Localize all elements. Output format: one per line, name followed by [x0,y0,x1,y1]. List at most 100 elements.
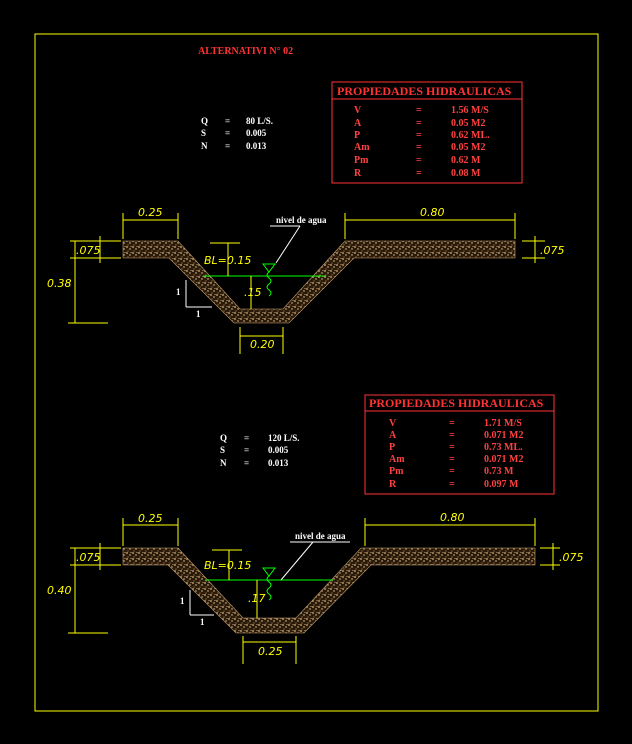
flow-eq: = [225,128,230,138]
thickness-label: .075 [76,551,101,564]
drawing-title: ALTERNATIVI N° 02 [198,46,293,57]
prop-value: 0.73 M [484,466,514,477]
dim-right-thickness: .075 [522,236,565,263]
properties-box-frame [331,81,523,184]
prop-eq: = [449,466,455,477]
flow-value: 0.013 [268,458,289,468]
dim-bottom-width: 0.25 [242,636,297,664]
flow-value: 0.005 [268,445,289,455]
water-wave-icon [266,575,272,601]
prop-eq: = [449,479,455,490]
right-berm-label: 0.80 [440,511,465,524]
section-2: PROPIEDADES HIDRAULICAS V = 1.71 M/S A =… [47,394,584,664]
drawing-frame [34,33,599,712]
left-berm-label: 0.25 [138,512,163,525]
flow-label: N [220,458,227,468]
leader-line [280,541,314,581]
canal-lining [122,547,536,634]
dim-right-thickness: .075 [540,543,584,570]
properties-title: PROPIEDADES HIDRAULICAS [337,84,512,98]
prop-value: 0.73 ML. [484,442,523,453]
water-wave-icon [266,271,272,297]
depth-label: 0.40 [47,584,72,597]
water-level-symbol [262,567,276,601]
dim-depth: 0.38 [47,241,108,324]
slope-h-label: 1 [200,617,205,627]
prop-eq: = [416,118,422,129]
flow-value: 0.005 [246,128,267,138]
water-triangle-icon [262,263,276,273]
dim-water-depth: .17 [248,580,266,618]
slope-v-label: 1 [176,287,181,297]
prop-value: 0.62 ML. [451,130,490,141]
prop-value: 1.71 M/S [484,418,522,429]
dim-bottom-width: 0.20 [239,327,284,354]
water-depth-label: .17 [248,592,266,605]
slope-h-label: 1 [196,309,201,319]
properties-rows: V = 1.56 M/S A = 0.05 M2 P = 0.62 ML. Am… [354,105,490,179]
freeboard-label: BL=0.15 [204,254,251,267]
freeboard-label: BL=0.15 [204,559,251,572]
prop-label: R [389,479,397,490]
flow-eq: = [225,141,230,151]
prop-eq: = [416,168,422,179]
water-level-label: nivel de agua [295,531,346,541]
flow-label: Q [220,433,227,443]
dim-water-depth: .15 [244,276,262,309]
prop-label: P [389,442,395,453]
slope-indicator: 1 1 [176,280,212,319]
flow-eq: = [244,458,249,468]
prop-value: 0.05 M2 [451,142,485,153]
dim-left-thickness: .075 [70,236,121,263]
prop-value: 0.05 M2 [451,118,485,129]
flow-value: 80 L/S. [246,116,273,126]
properties-box-frame [364,394,555,495]
prop-label: Pm [354,155,369,166]
prop-eq: = [449,430,455,441]
prop-eq: = [416,130,422,141]
flow-value: 0.013 [246,141,267,151]
slope-indicator: 1 1 [180,590,214,627]
flow-eq: = [225,116,230,126]
flow-eq: = [244,445,249,455]
prop-label: R [354,168,362,179]
bottom-width-label: 0.20 [250,338,275,351]
prop-label: P [354,130,360,141]
right-berm-label: 0.80 [420,206,445,219]
water-level-symbol [262,263,276,297]
prop-value: 0.08 M [451,168,481,179]
water-level-label: nivel de agua [276,215,327,225]
prop-eq: = [416,105,422,116]
prop-value: 0.071 M2 [484,454,523,465]
dim-left-berm: 0.25 [122,206,179,239]
properties-title: PROPIEDADES HIDRAULICAS [369,396,544,410]
dim-right-berm: 0.80 [344,206,516,239]
prop-label: Am [389,454,405,465]
flow-label: Q [201,116,208,126]
prop-label: Pm [389,466,404,477]
properties-rows: V = 1.71 M/S A = 0.071 M2 P = 0.73 ML. A… [389,418,523,490]
flow-data-1: Q = 80 L/S. S = 0.005 N = 0.013 [201,116,273,151]
prop-value: 0.62 M [451,155,481,166]
prop-value: 0.071 M2 [484,430,523,441]
dim-depth: 0.40 [47,548,108,634]
dim-left-berm: 0.25 [122,512,179,546]
dim-freeboard: BL=0.15 [204,242,251,276]
dim-freeboard: BL=0.15 [204,549,251,580]
bottom-width-label: 0.25 [258,645,283,658]
thickness-label: .075 [540,244,565,257]
prop-label: V [389,418,397,429]
slope-v-label: 1 [180,596,185,606]
prop-label: A [354,118,362,129]
prop-label: Am [354,142,370,153]
prop-eq: = [449,418,455,429]
leader-line [275,225,301,264]
canal-lining [122,240,516,324]
flow-eq: = [244,433,249,443]
flow-label: S [220,445,225,455]
dim-left-thickness: .075 [70,543,121,570]
water-triangle-icon [262,567,276,577]
thickness-label: .075 [76,244,101,257]
prop-eq: = [416,142,422,153]
